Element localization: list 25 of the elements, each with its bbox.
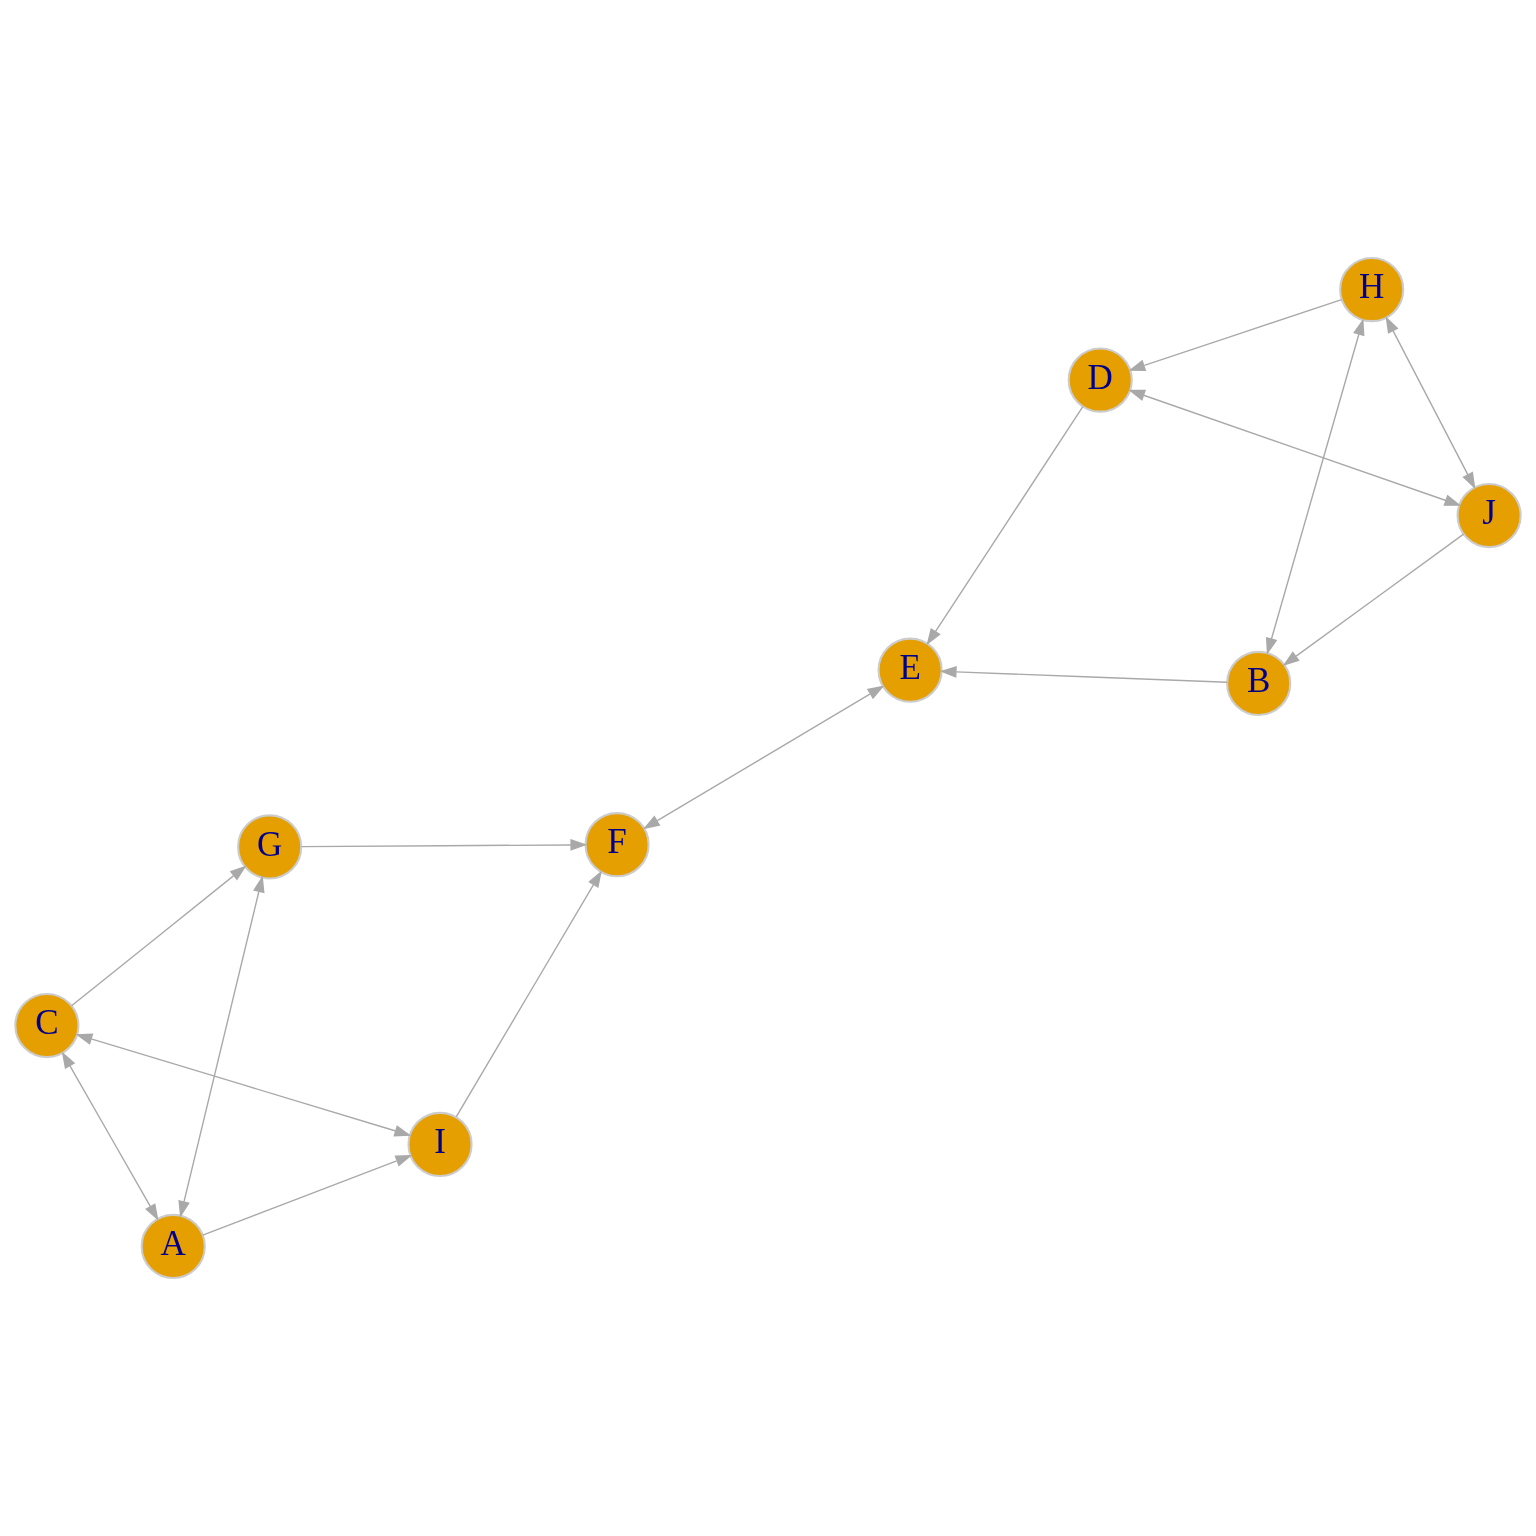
node-circle: H bbox=[1339, 256, 1405, 323]
arrow bbox=[202, 1155, 413, 1236]
node-circle: E bbox=[877, 637, 943, 703]
arrow bbox=[1385, 316, 1476, 490]
arrow bbox=[1128, 298, 1343, 371]
node-circle: G bbox=[237, 814, 303, 880]
arrow bbox=[70, 865, 247, 1007]
arrow bbox=[1282, 533, 1465, 666]
node-circle: C bbox=[14, 992, 80, 1059]
arrow bbox=[643, 685, 885, 830]
arrow bbox=[455, 870, 602, 1118]
arrow bbox=[1265, 318, 1365, 655]
arrow bbox=[1128, 389, 1462, 506]
arrow bbox=[61, 1051, 159, 1221]
arrow bbox=[75, 1033, 412, 1137]
node-circle: J bbox=[1456, 482, 1522, 549]
node-circle: I bbox=[407, 1111, 473, 1177]
node-circle: A bbox=[140, 1213, 206, 1280]
arrow bbox=[178, 875, 265, 1218]
arrow bbox=[939, 666, 1228, 683]
node-circle: F bbox=[584, 812, 650, 878]
node-circle: B bbox=[1226, 650, 1292, 716]
node-circle: D bbox=[1067, 347, 1133, 413]
arrow bbox=[926, 406, 1084, 646]
arrow bbox=[301, 839, 588, 851]
